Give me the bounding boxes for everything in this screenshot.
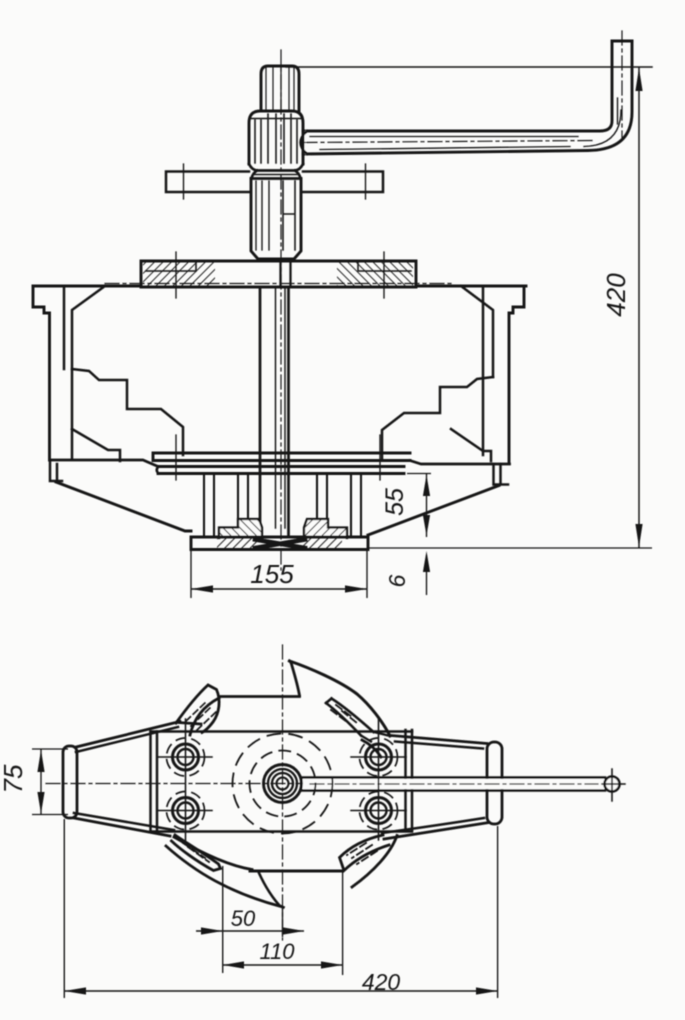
svg-text:155: 155 (250, 559, 294, 589)
svg-text:420: 420 (601, 273, 631, 317)
svg-text:110: 110 (259, 939, 295, 964)
svg-text:50: 50 (231, 906, 256, 931)
svg-text:55: 55 (381, 488, 409, 516)
svg-text:420: 420 (362, 969, 401, 995)
svg-text:6: 6 (384, 574, 410, 587)
svg-text:75: 75 (0, 764, 28, 793)
